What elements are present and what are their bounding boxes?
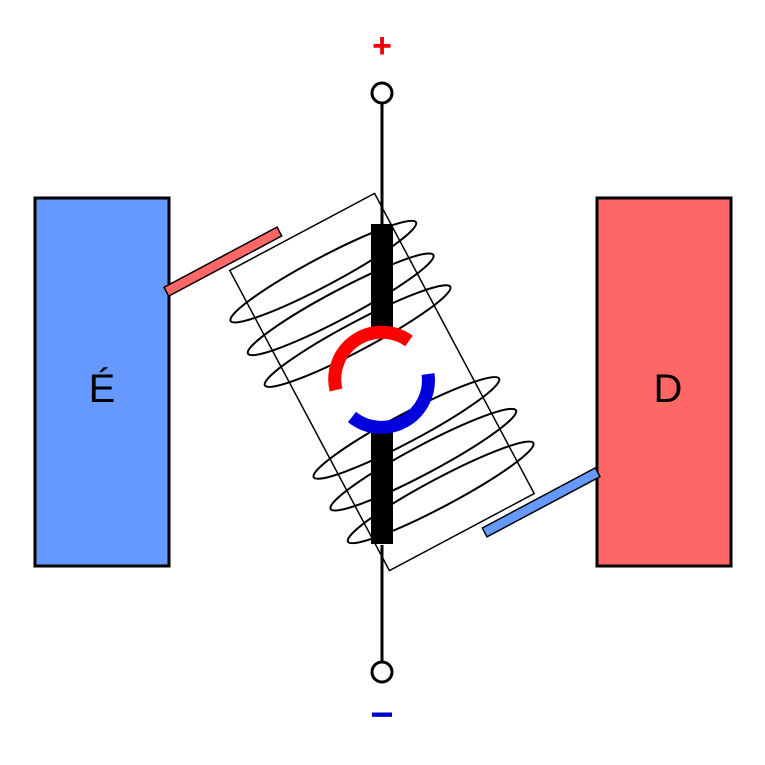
armature — [162, 192, 602, 572]
armature-body — [228, 192, 536, 572]
right-pole-label: D — [654, 367, 683, 411]
top-terminal — [370, 81, 394, 105]
armature-coil — [229, 219, 535, 545]
right-pole-block — [595, 196, 733, 568]
left-pole-label: É — [89, 366, 116, 411]
bottom-terminal — [370, 660, 394, 684]
left-pole-block — [33, 196, 171, 568]
negative-terminal-sign: − — [370, 693, 393, 737]
upper-brush — [162, 226, 283, 298]
commutator-positive-segment — [328, 325, 413, 392]
commutator-negative-segment — [347, 373, 435, 434]
upper-shaft — [371, 224, 393, 332]
left-pole: É — [33, 196, 171, 568]
lower-shaft — [371, 432, 393, 544]
positive-terminal-sign: + — [372, 27, 392, 65]
right-pole: D — [595, 196, 733, 568]
lower-brush — [481, 466, 602, 538]
